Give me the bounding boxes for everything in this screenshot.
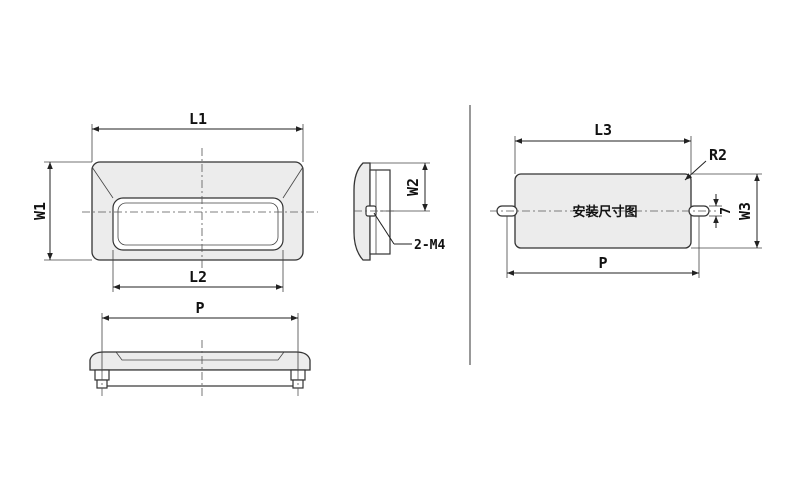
bottom-view: P bbox=[89, 299, 311, 396]
handle-cup-inner bbox=[117, 202, 279, 246]
install-cutout-view: 安装尺寸图 L3 R2 W3 7 P bbox=[490, 121, 762, 278]
thread-leader bbox=[373, 212, 395, 245]
install-size-label: 安装尺寸图 bbox=[572, 204, 637, 220]
w2-label: W2 bbox=[404, 178, 422, 196]
bottom-flange-inner bbox=[115, 351, 285, 361]
r2-label: R2 bbox=[709, 146, 727, 164]
thread-label: 2-M4 bbox=[414, 238, 445, 253]
bevel-line-right bbox=[282, 166, 304, 199]
l3-label: L3 bbox=[594, 121, 612, 139]
r2-leader bbox=[684, 160, 707, 181]
bottom-cup bbox=[103, 369, 297, 387]
p-right-label: P bbox=[598, 254, 607, 272]
l1-label: L1 bbox=[189, 110, 207, 128]
bottom-flange bbox=[89, 351, 311, 371]
p-bottom-label: P bbox=[195, 299, 204, 317]
l2-label: L2 bbox=[189, 268, 207, 286]
side-view: W2 2-M4 bbox=[353, 162, 445, 261]
seven-label: 7 bbox=[719, 207, 734, 215]
handle-cup bbox=[112, 197, 284, 251]
w1-label: W1 bbox=[31, 202, 49, 220]
side-body bbox=[353, 162, 371, 261]
bevel-line-left bbox=[91, 166, 114, 199]
w3-label: W3 bbox=[736, 202, 754, 220]
front-view: L1 W1 L2 bbox=[31, 110, 318, 292]
